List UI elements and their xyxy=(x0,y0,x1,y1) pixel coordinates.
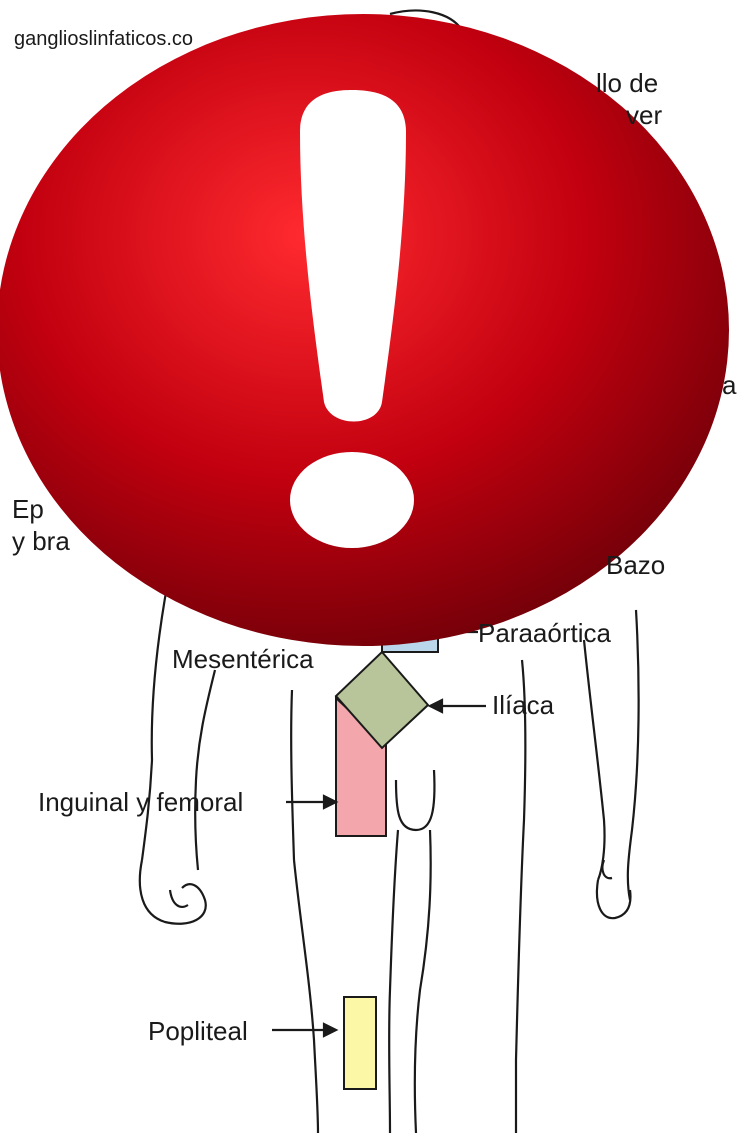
label-topright-b: ver xyxy=(626,100,662,130)
label-left-a: Ep xyxy=(12,494,44,524)
watermark-text: ganglioslinfaticos.co xyxy=(14,24,193,54)
label-iliaca: Ilíaca xyxy=(492,690,554,720)
label-popliteal: Popliteal xyxy=(148,1016,248,1046)
label-topright-a: llo de xyxy=(596,68,658,98)
label-right-mid: a xyxy=(722,370,736,400)
popliteal-node xyxy=(344,997,376,1089)
label-bazo: Bazo xyxy=(606,550,665,580)
label-paraaortica: Paraaórtica xyxy=(478,618,611,648)
label-mesenterica: Mesentérica xyxy=(172,644,314,674)
label-left-b: y bra xyxy=(12,526,70,556)
exclamation-dot xyxy=(290,452,414,548)
label-inguinal: Inguinal y femoral xyxy=(38,787,243,817)
